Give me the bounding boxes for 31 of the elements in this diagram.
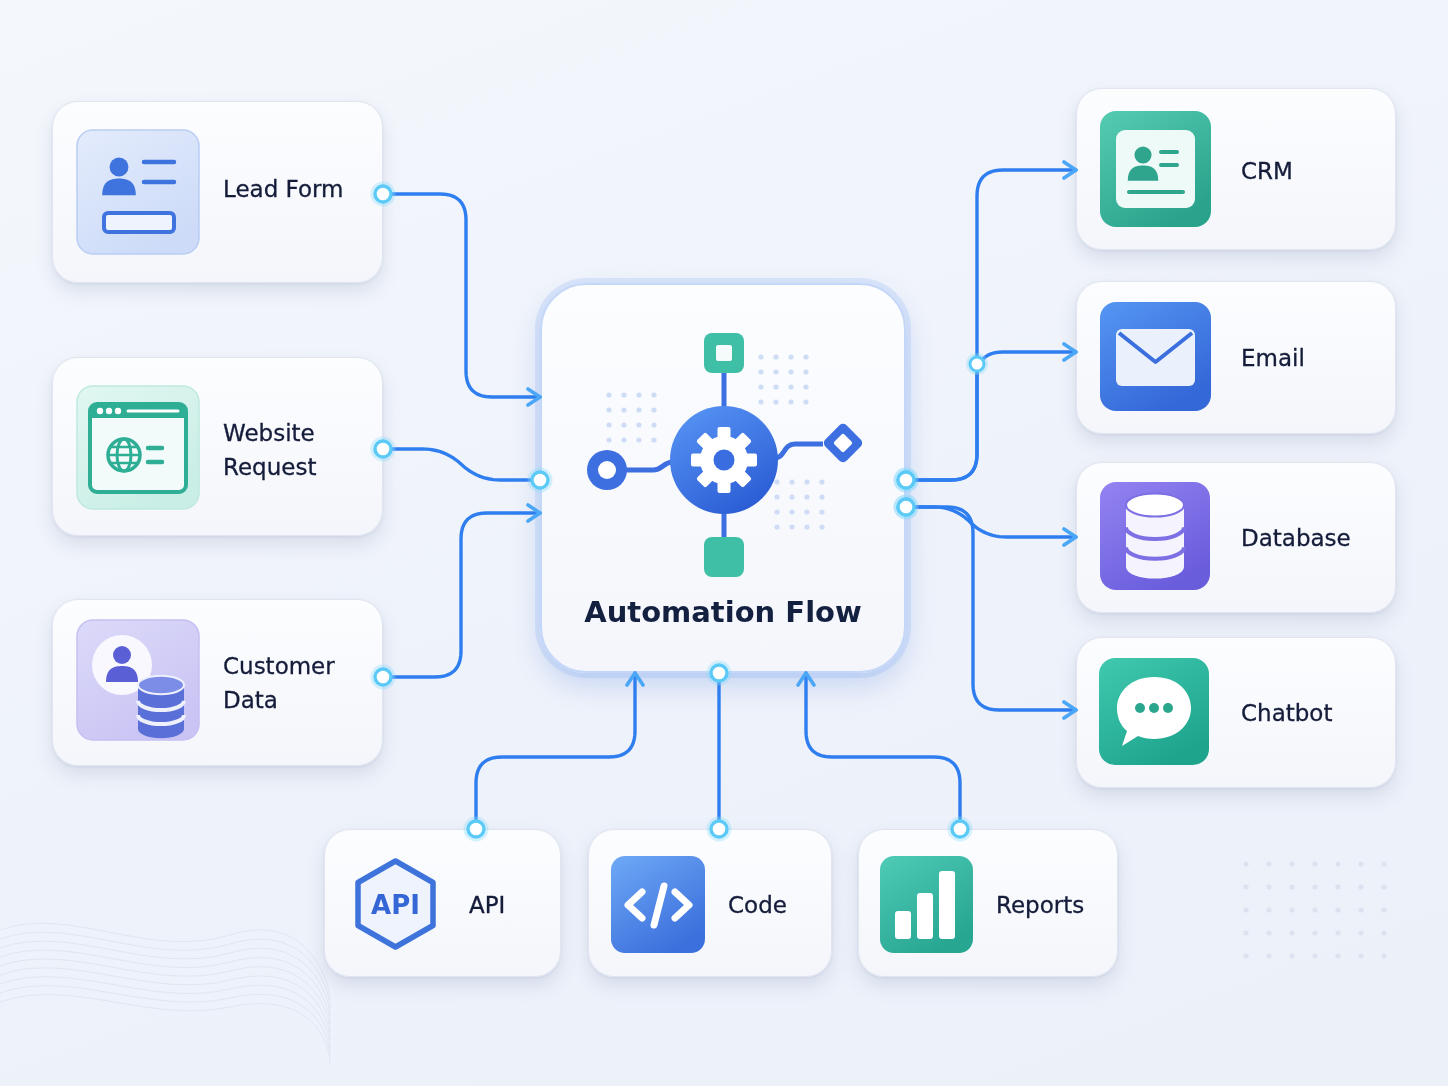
- node-label: CRM: [1241, 157, 1293, 186]
- target-card: [1076, 281, 1396, 434]
- node-label: Reports: [996, 891, 1085, 920]
- source-card: [52, 357, 383, 536]
- connector-arrow: [796, 671, 975, 844]
- source-card: [52, 101, 383, 283]
- tool-card: [324, 829, 561, 977]
- node-label: Chatbot: [1241, 699, 1333, 728]
- node-label: Code: [728, 891, 787, 920]
- connector-arrow: [891, 492, 1078, 720]
- dotted-end-connector: [704, 658, 734, 844]
- node-label: Website Request: [223, 419, 318, 482]
- connector-arrow: [461, 671, 645, 844]
- hub-card: [540, 283, 906, 673]
- target-card: [1076, 637, 1396, 788]
- node-label: Email: [1241, 344, 1305, 373]
- icon-label: API: [371, 890, 420, 920]
- node-label: Lead Form: [223, 175, 344, 204]
- connector-arrow: [368, 503, 542, 692]
- connector-arrow: [891, 342, 1078, 495]
- target-card: [1076, 462, 1396, 613]
- connector-arrow: [368, 179, 542, 407]
- target-card: [1076, 88, 1396, 250]
- tool-card: [588, 829, 832, 977]
- node-label: Database: [1241, 524, 1351, 553]
- source-card: [52, 599, 383, 766]
- hub-title: Automation Flow: [584, 595, 862, 629]
- dotted-end-connector: [368, 434, 555, 495]
- tool-card: [858, 829, 1118, 977]
- node-label: Customer Data: [223, 652, 336, 715]
- node-label: API: [469, 891, 506, 920]
